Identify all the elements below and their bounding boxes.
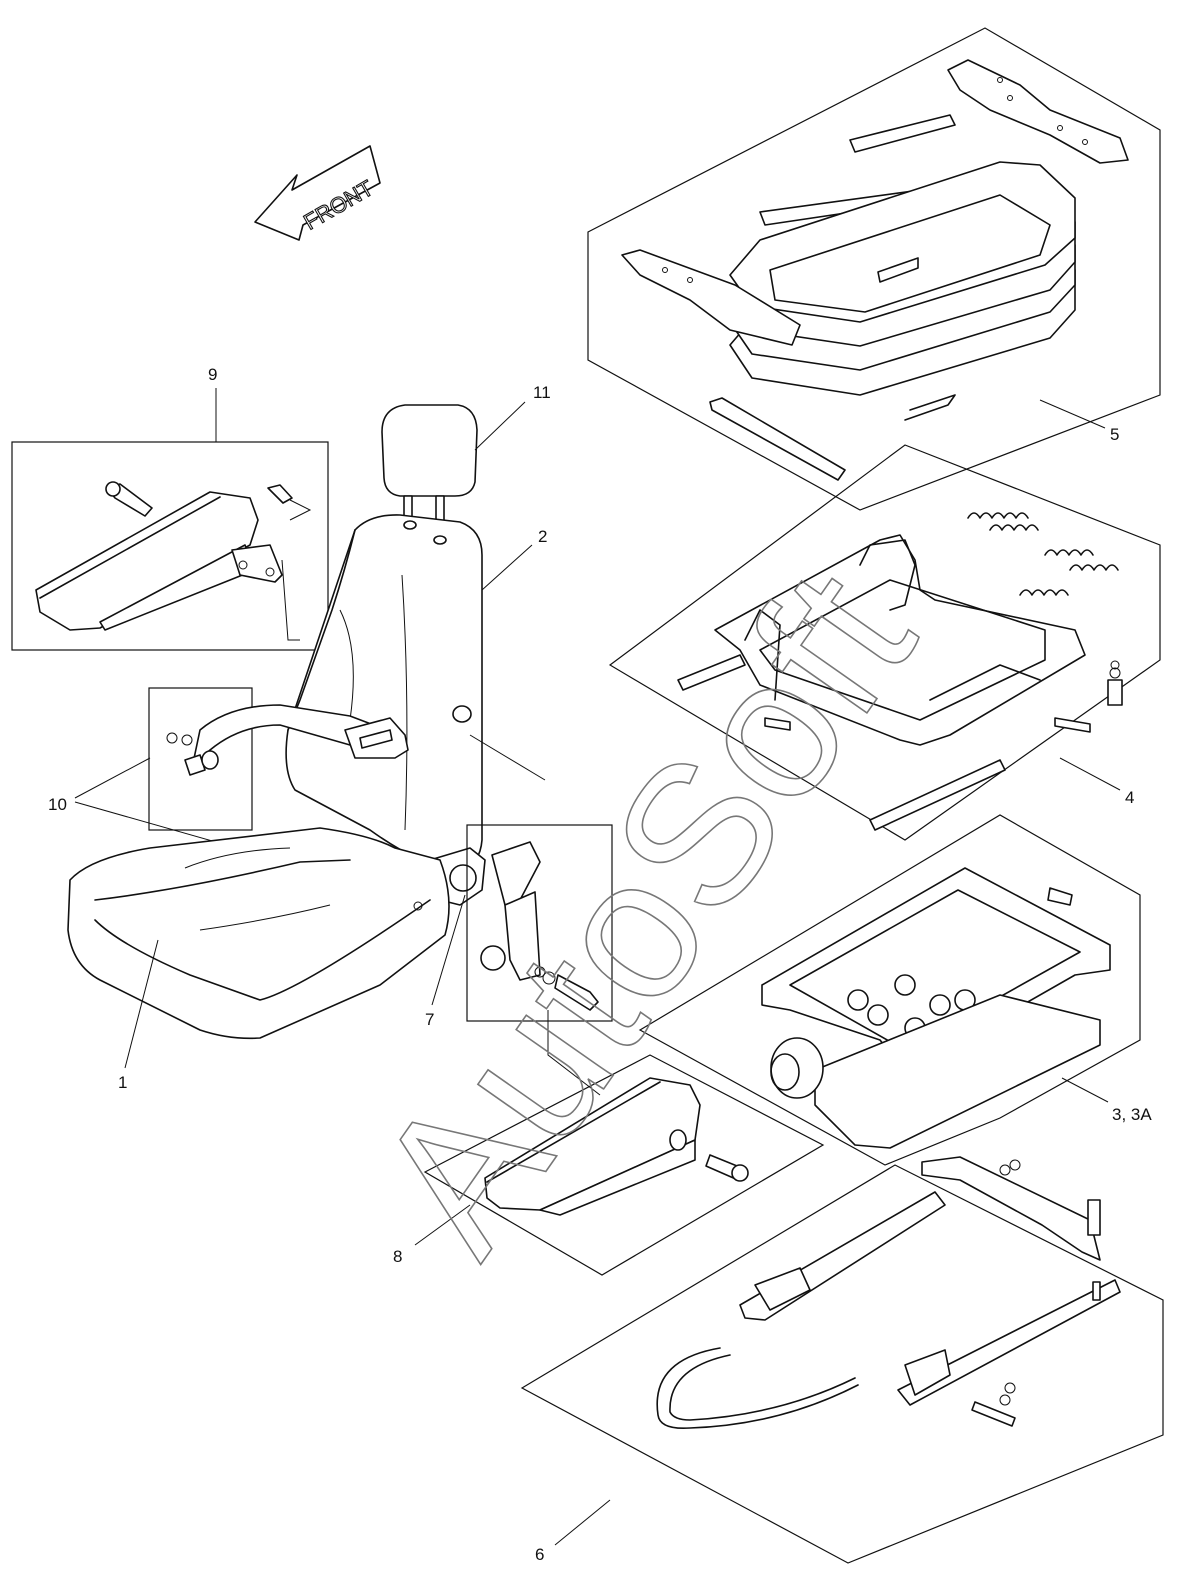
leader-7 (431, 894, 466, 1006)
callout-7: 7 (425, 1010, 434, 1029)
leader-3 (1061, 1077, 1109, 1103)
callout-6: 6 (535, 1545, 544, 1564)
part-3-suspension-base (638, 814, 1141, 1166)
callout-9: 9 (208, 365, 217, 384)
callout-5: 5 (1110, 425, 1119, 444)
part-9-armrest-left (11, 441, 329, 651)
part-1-seat-cushion (67, 827, 450, 1040)
callout-8: 8 (393, 1247, 402, 1266)
part-5-mounting-frame (587, 27, 1161, 511)
leader-1 (124, 939, 159, 1069)
tension-springs (967, 512, 1119, 596)
part-4-spring-mechanism (608, 444, 1161, 841)
leader-8 (414, 1204, 471, 1246)
callout-3-3a: 3, 3A (1112, 1105, 1152, 1124)
callout-11: 11 (533, 383, 551, 402)
front-direction-arrow: FRONT (254, 145, 381, 241)
part-6-slide-rails (520, 1156, 1164, 1564)
leader-5 (1039, 399, 1106, 429)
leader-11 (474, 401, 526, 451)
part-8-armrest-right (423, 1054, 825, 1276)
callout-2: 2 (538, 527, 547, 546)
callout-1: 1 (118, 1073, 127, 1092)
leader-10a (74, 757, 151, 799)
part-10-seat-belt (148, 687, 409, 831)
connector-back-to-buckle (469, 734, 546, 781)
leader-4 (1059, 757, 1121, 791)
leader-6 (554, 1499, 611, 1546)
connector-buckle-to-armrest (547, 1010, 601, 1096)
leader-2 (481, 544, 533, 591)
part-7-belt-buckle (466, 824, 613, 1022)
callout-10: 10 (48, 795, 67, 814)
callout-4: 4 (1125, 788, 1134, 807)
